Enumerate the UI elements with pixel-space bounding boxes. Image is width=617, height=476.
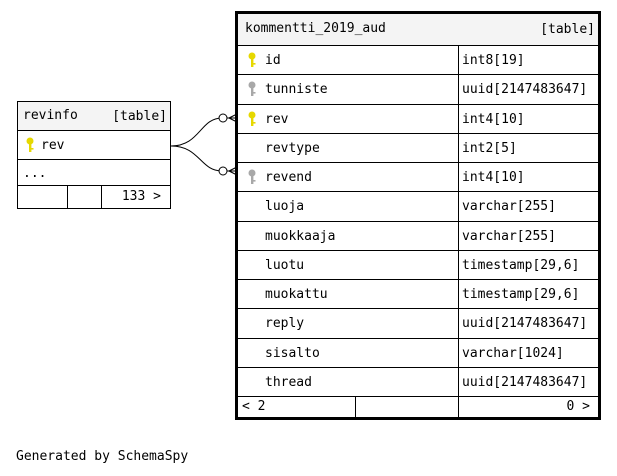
table-row[interactable]: reply uuid[2147483647] — [238, 309, 598, 339]
column-type: int4[10] — [462, 170, 525, 185]
child-count[interactable]: 133 > — [121, 189, 161, 204]
column-name[interactable]: luoja — [265, 199, 305, 215]
column-type: uuid[2147483647] — [462, 374, 588, 390]
column-type: varchar[1024] — [462, 345, 564, 361]
column-type: int4[10] — [462, 111, 525, 127]
table-row[interactable]: revtype int2[5] — [238, 133, 598, 163]
column-type: int8[19] — [462, 53, 525, 68]
more-columns: ... — [23, 166, 47, 181]
primary-key-icon — [248, 52, 256, 67]
table-kommentti-2019-aud[interactable]: kommentti_2019_aud [table] id int8[19] tun… — [235, 11, 601, 420]
footer-credit: Generated by SchemaSpy — [16, 449, 189, 464]
column-type: varchar[255] — [462, 228, 556, 244]
column-name[interactable]: tunniste — [265, 82, 328, 98]
table-header — [18, 102, 170, 130]
table-row[interactable]: thread uuid[2147483647] — [238, 367, 598, 397]
table-kind: [table] — [112, 109, 167, 124]
column-type: timestamp[29,6] — [462, 287, 580, 302]
column-name[interactable]: reply — [265, 316, 305, 332]
table-row[interactable]: tunniste uuid[2147483647] — [238, 75, 598, 105]
table-revinfo[interactable]: revinfo [table] rev ... 133 > — [17, 101, 171, 209]
table-row[interactable]: luotu timestamp[29,6] — [238, 250, 598, 280]
table-row[interactable]: rev int4[10] — [238, 104, 598, 134]
relation-rev-to-revend — [170, 145, 223, 172]
child-count[interactable]: 0 > — [566, 399, 590, 414]
column-name[interactable]: muokattu — [265, 287, 328, 302]
column-name[interactable]: id — [265, 53, 281, 68]
column-name[interactable]: thread — [265, 374, 312, 390]
table-row[interactable]: muokkaaja varchar[255] — [238, 221, 598, 251]
table-row[interactable]: id int8[19] — [238, 46, 598, 76]
optional-marker-revend — [218, 166, 228, 176]
column-name[interactable]: rev — [41, 138, 65, 153]
column-name[interactable]: muokkaaja — [265, 228, 336, 244]
column-type: uuid[2147483647] — [462, 316, 588, 332]
optional-marker-rev — [218, 113, 228, 123]
column-name[interactable]: sisalto — [265, 345, 320, 361]
column-name[interactable]: revtype — [265, 140, 320, 156]
column-name[interactable]: rev — [265, 111, 289, 127]
table-header — [238, 14, 598, 45]
column-name[interactable]: revend — [265, 170, 312, 185]
primary-key-icon — [248, 111, 256, 126]
table-row[interactable]: sisalto varchar[1024] — [238, 338, 598, 368]
foreign-key-icon — [248, 81, 256, 97]
column-type: uuid[2147483647] — [462, 82, 588, 98]
table-name[interactable]: kommentti_2019_aud — [245, 21, 386, 36]
table-row[interactable]: muokattu timestamp[29,6] — [238, 280, 598, 310]
column-type: timestamp[29,6] — [462, 257, 580, 273]
table-name[interactable]: revinfo — [23, 108, 78, 123]
column-type: int2[5] — [462, 140, 517, 156]
primary-key-icon — [26, 137, 34, 152]
table-kind: [table] — [540, 22, 595, 37]
parent-count[interactable]: < 2 — [242, 399, 266, 414]
table-row[interactable]: revend int4[10] — [238, 163, 598, 193]
table-row[interactable]: luoja varchar[255] — [238, 192, 598, 222]
foreign-key-icon — [248, 169, 256, 184]
column-name[interactable]: luotu — [265, 257, 305, 273]
relation-rev-to-rev — [170, 117, 223, 147]
column-type: varchar[255] — [462, 199, 556, 215]
